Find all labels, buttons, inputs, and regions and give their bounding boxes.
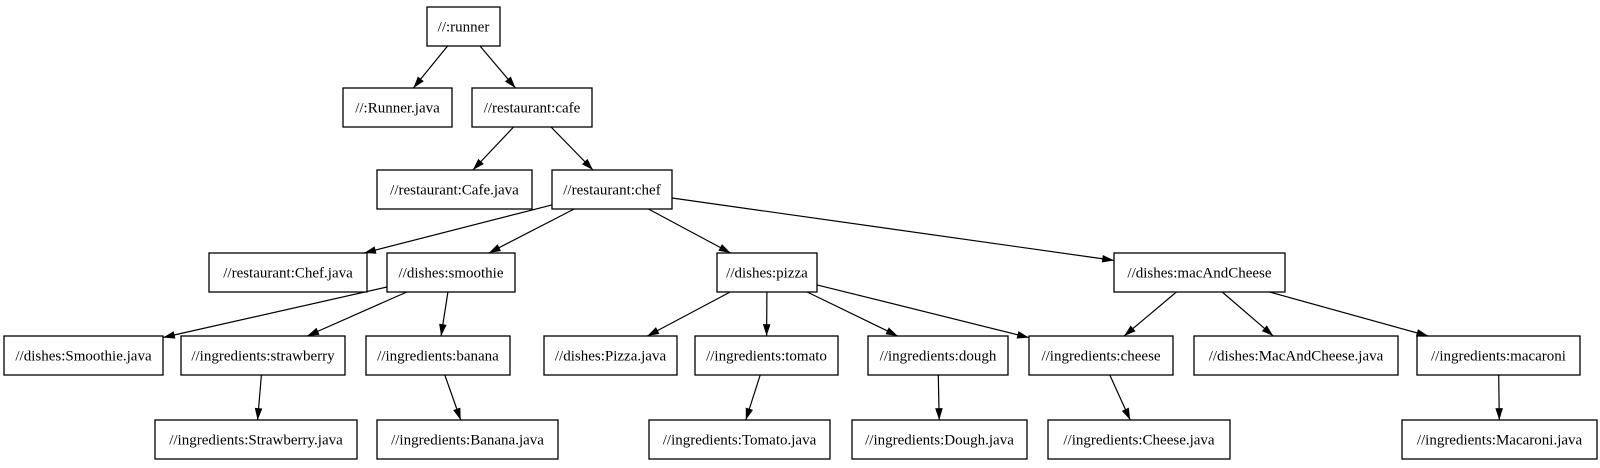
graph-node-cheese_java: //ingredients:Cheese.java xyxy=(1047,419,1231,460)
dependency-edge-smoothie-to-strawberry xyxy=(306,291,408,337)
node-label: //ingredients:Tomato.java xyxy=(663,433,817,449)
dependency-edge-dough-to-dough_java xyxy=(935,374,943,421)
dependency-edge-pizza-to-dough xyxy=(806,291,899,337)
node-label: //restaurant:Chef.java xyxy=(223,266,353,282)
graph-node-macaroni_java: //ingredients:Macaroni.java xyxy=(1401,419,1598,460)
dependency-edge-cafe-to-cafe_java xyxy=(472,126,515,171)
graph-node-chef: //restaurant:chef xyxy=(551,169,673,210)
dependency-edge-chef-to-smoothie xyxy=(488,208,575,254)
dependency-edge-cafe-to-chef xyxy=(550,126,594,171)
node-label: //:Runner.java xyxy=(355,101,440,117)
graph-node-cafe: //restaurant:cafe xyxy=(471,87,593,128)
node-box xyxy=(716,252,818,293)
graph-node-pizza_java: //dishes:Pizza.java xyxy=(543,335,678,376)
dependency-edge-macandcheese-to-macaroni xyxy=(1269,291,1429,337)
node-box xyxy=(1028,335,1174,376)
graph-node-cheese: //ingredients:cheese xyxy=(1028,335,1174,376)
node-label: //ingredients:banana xyxy=(377,349,499,365)
node-box xyxy=(851,419,1028,460)
node-box xyxy=(426,6,501,47)
graph-node-cafe_java: //restaurant:Cafe.java xyxy=(376,169,533,210)
dependency-edge-runner-to-runner_java xyxy=(412,45,449,89)
node-label: //ingredients:Dough.java xyxy=(865,433,1014,449)
node-box xyxy=(180,335,346,376)
graph-node-macandcheese: //dishes:macAndCheese xyxy=(1113,252,1286,293)
dependency-edge-chef-to-pizza xyxy=(648,208,731,254)
graph-node-macaroni: //ingredients:macaroni xyxy=(1416,335,1581,376)
graph-node-pizza: //dishes:pizza xyxy=(716,252,818,293)
node-box xyxy=(1113,252,1286,293)
graph-node-dough_java: //ingredients:Dough.java xyxy=(851,419,1028,460)
dependency-edge-runner-to-cafe xyxy=(479,45,516,89)
graph-node-smoothie_java: //dishes:Smoothie.java xyxy=(3,335,164,376)
dependency-edge-pizza-to-cheese xyxy=(816,284,1030,339)
edge-layer xyxy=(162,45,1503,421)
node-label: //ingredients:Strawberry.java xyxy=(169,433,343,449)
dependency-edge-chef-to-macandcheese xyxy=(671,197,1115,263)
node-box xyxy=(376,169,533,210)
dependency-edge-macandcheese-to-cheese xyxy=(1123,291,1177,337)
node-label: //dishes:Smoothie.java xyxy=(15,349,152,365)
node-box xyxy=(1047,419,1231,460)
node-label: //dishes:pizza xyxy=(726,266,808,282)
node-box xyxy=(1401,419,1598,460)
node-box xyxy=(694,335,839,376)
dependency-edge-strawberry-to-strawberry_java xyxy=(254,374,263,421)
node-label: //restaurant:cafe xyxy=(484,101,581,117)
node-box xyxy=(471,87,593,128)
node-box xyxy=(648,419,831,460)
node-label: //dishes:MacAndCheese.java xyxy=(1209,349,1384,365)
dependency-edge-banana-to-banana_java xyxy=(444,374,462,421)
graph-node-strawberry_java: //ingredients:Strawberry.java xyxy=(154,419,358,460)
node-label: //ingredients:dough xyxy=(880,349,997,365)
graph-node-runner_java: //:Runner.java xyxy=(342,87,453,128)
dependency-edge-smoothie-to-banana xyxy=(439,291,449,337)
node-box xyxy=(154,419,358,460)
dependency-edge-cheese-to-cheese_java xyxy=(1109,374,1131,421)
dependency-edge-tomato-to-tomato_java xyxy=(745,374,761,421)
graph-node-chef_java: //restaurant:Chef.java xyxy=(208,252,368,293)
node-box xyxy=(1416,335,1581,376)
dependency-edge-pizza-to-pizza_java xyxy=(647,291,731,337)
graph-node-tomato_java: //ingredients:Tomato.java xyxy=(648,419,831,460)
node-label: //:runner xyxy=(438,20,490,36)
node-label: //ingredients:Macaroni.java xyxy=(1417,433,1583,449)
node-label: //ingredients:Cheese.java xyxy=(1063,433,1215,449)
node-label: //dishes:smoothie xyxy=(399,266,504,282)
node-label: //dishes:Pizza.java xyxy=(555,349,667,365)
node-label: //ingredients:tomato xyxy=(706,349,827,365)
node-box xyxy=(1193,335,1399,376)
node-box xyxy=(208,252,368,293)
graph-node-dough: //ingredients:dough xyxy=(867,335,1009,376)
node-box xyxy=(3,335,164,376)
graph-node-strawberry: //ingredients:strawberry xyxy=(180,335,346,376)
node-box xyxy=(551,169,673,210)
node-box xyxy=(365,335,511,376)
node-box xyxy=(376,419,559,460)
dependency-edge-macaroni-to-macaroni_java xyxy=(1495,374,1503,421)
dependency-edge-chef-to-chef_java xyxy=(363,204,553,254)
node-label: //ingredients:macaroni xyxy=(1431,349,1566,365)
graph-node-banana_java: //ingredients:Banana.java xyxy=(376,419,559,460)
node-label: //ingredients:Banana.java xyxy=(391,433,544,449)
dependency-edge-macandcheese-to-macandcheese_java xyxy=(1221,291,1274,337)
node-label: //restaurant:Cafe.java xyxy=(390,183,519,199)
node-box xyxy=(867,335,1009,376)
node-label: //dishes:macAndCheese xyxy=(1127,266,1271,282)
node-label: //ingredients:cheese xyxy=(1041,349,1160,365)
node-layer: //:runner //:Runner.java //restaurant:cafe… xyxy=(3,6,1598,460)
node-label: //ingredients:strawberry xyxy=(191,349,335,365)
graph-node-smoothie: //dishes:smoothie xyxy=(386,252,516,293)
graph-node-banana: //ingredients:banana xyxy=(365,335,511,376)
graph-node-macandcheese_java: //dishes:MacAndCheese.java xyxy=(1193,335,1399,376)
node-box xyxy=(543,335,678,376)
node-label: //restaurant:chef xyxy=(563,183,660,199)
node-box xyxy=(386,252,516,293)
graph-node-tomato: //ingredients:tomato xyxy=(694,335,839,376)
node-box xyxy=(342,87,453,128)
dependency-edge-smoothie-to-smoothie_java xyxy=(162,286,388,339)
graph-node-runner: //:runner xyxy=(426,6,501,47)
